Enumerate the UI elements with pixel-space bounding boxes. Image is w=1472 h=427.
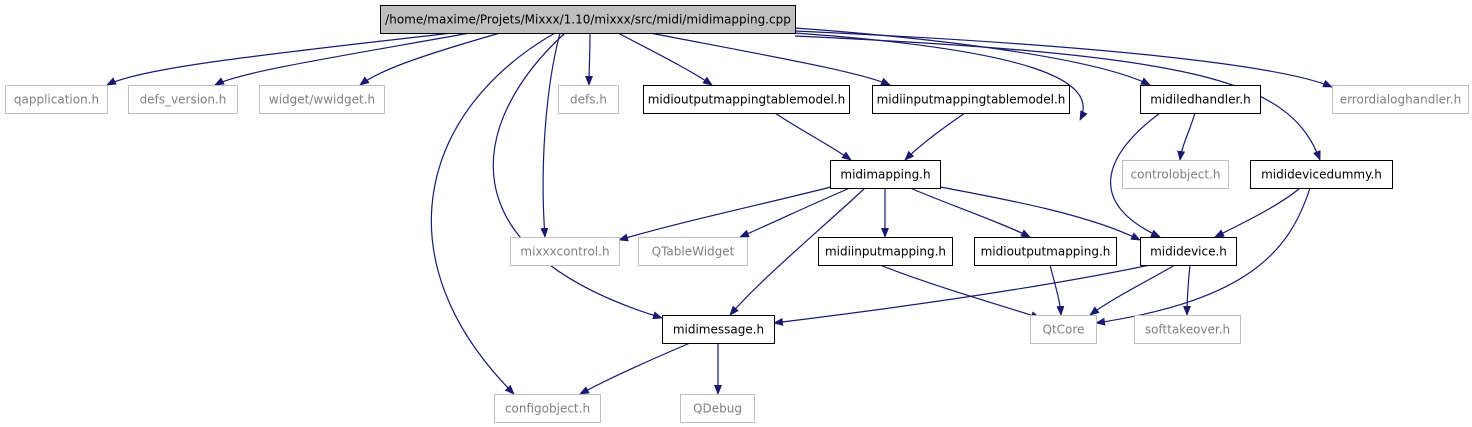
node-label: QtCore	[1043, 323, 1085, 337]
node-label: QTableWidget	[652, 245, 735, 259]
edge-mididevice-to-midimessage	[773, 264, 1151, 326]
node-configobject[interactable]: configobject.h	[494, 394, 601, 423]
node-box	[872, 85, 1070, 114]
node-box	[494, 394, 601, 423]
node-label: midiinputmappingtablemodel.h	[877, 93, 1066, 107]
node-box	[638, 237, 748, 266]
node-label: configobject.h	[505, 402, 590, 416]
node-midimapping[interactable]: midimapping.h	[830, 160, 941, 189]
node-box	[1134, 315, 1241, 344]
edge-root-to-defs-version	[214, 32, 471, 86]
edge-midioutputmapping-to-qtcore	[1049, 264, 1065, 316]
edge-midiinputmapping-to-qtcore	[879, 264, 1041, 320]
node-label: midioutputmapping.h	[981, 245, 1111, 259]
edge-root-to-wwidget	[359, 32, 501, 86]
edge-root-to-mididevicedummy	[794, 35, 1321, 161]
node-label: midimapping.h	[840, 168, 930, 182]
node-box	[1140, 237, 1237, 266]
node-box	[510, 237, 620, 266]
node-midioutputmapping[interactable]: midioutputmapping.h	[974, 237, 1117, 266]
node-box	[380, 5, 796, 34]
node-qtablewidget[interactable]: QTableWidget	[638, 237, 748, 266]
node-label: QDebug	[693, 402, 742, 416]
node-mixxxcontrol[interactable]: mixxxcontrol.h	[510, 237, 620, 266]
node-label: mixxxcontrol.h	[520, 245, 609, 259]
node-defs-version[interactable]: defs_version.h	[128, 85, 238, 114]
node-controlobject[interactable]: controlobject.h	[1122, 160, 1229, 189]
edge-midimapping-to-midimessage	[729, 187, 866, 316]
edge-root-to-errordialoghandler	[794, 30, 1333, 88]
node-qdebug[interactable]: QDebug	[680, 394, 755, 423]
node-box	[1332, 85, 1469, 114]
node-softtakeover[interactable]: softtakeover.h	[1134, 315, 1241, 344]
edge-root-to-midiledhandler	[794, 27, 1151, 86]
edge-mididevice-to-softtakeover	[1183, 264, 1192, 316]
edge-midiledhandler-to-controlobject	[1177, 112, 1196, 161]
node-box	[1250, 160, 1393, 189]
node-box	[680, 394, 755, 423]
node-box	[1122, 160, 1229, 189]
node-box	[558, 85, 619, 114]
node-label: midiinputmapping.h	[825, 245, 946, 259]
edge-midiinputmappingtablemodel-to-midimapping	[904, 112, 966, 161]
edge-root-to-mixxxcontrol	[540, 32, 561, 238]
node-label: mididevicedummy.h	[1261, 168, 1382, 182]
edge-root-to-qapplication	[106, 32, 453, 86]
node-label: defs.h	[570, 93, 607, 107]
edge-root-to-configobject	[430, 32, 556, 395]
node-wwidget[interactable]: widget/wwidget.h	[259, 85, 385, 114]
node-mididevice[interactable]: mididevice.h	[1140, 237, 1237, 266]
node-box	[1030, 315, 1097, 344]
node-midiinputmapping[interactable]: midiinputmapping.h	[818, 237, 953, 266]
edge-midimessage-to-configobject	[579, 342, 691, 395]
node-box	[5, 85, 108, 114]
node-midiledhandler[interactable]: midiledhandler.h	[1140, 85, 1261, 114]
node-qapplication[interactable]: qapplication.h	[5, 85, 108, 114]
node-defs[interactable]: defs.h	[558, 85, 619, 114]
node-errordialoghandler[interactable]: errordialoghandler.h	[1332, 85, 1469, 114]
node-box	[974, 237, 1117, 266]
node-box	[128, 85, 238, 114]
nodes-layer: /home/maxime/Projets/Mixxx/1.10/mixxx/sr…	[5, 5, 1469, 423]
edge-midimapping-to-qtablewidget	[739, 187, 851, 238]
node-label: midiledhandler.h	[1150, 93, 1250, 107]
node-midimessage[interactable]: midimessage.h	[662, 315, 775, 344]
edge-midioutputmappingtablemodel-to-midimapping	[774, 112, 852, 161]
node-box	[830, 160, 941, 189]
node-label: mididevice.h	[1150, 245, 1227, 259]
edge-root-to-defs	[585, 32, 594, 86]
node-box	[259, 85, 385, 114]
edge-midimapping-to-midioutputmapping	[909, 187, 1031, 238]
node-label: midimessage.h	[673, 323, 764, 337]
node-label: /home/maxime/Projets/Mixxx/1.10/mixxx/sr…	[385, 13, 791, 27]
edge-midimapping-to-mididevice	[934, 185, 1141, 241]
edge-root-to-midioutputmappingtablemodel	[617, 32, 713, 86]
node-box	[662, 315, 775, 344]
node-box	[1140, 85, 1261, 114]
node-midiinputmappingtablemodel[interactable]: midiinputmappingtablemodel.h	[872, 85, 1070, 114]
node-label: defs_version.h	[140, 93, 227, 107]
edge-midimapping-to-mixxxcontrol	[618, 185, 836, 242]
node-midioutputmappingtablemodel[interactable]: midioutputmappingtablemodel.h	[643, 85, 850, 114]
node-label: qapplication.h	[14, 93, 99, 107]
node-box	[818, 237, 953, 266]
edge-mididevice-to-qtcore	[1089, 264, 1176, 316]
edge-root-to-midimessage	[492, 32, 663, 320]
edge-root-to-midiinputmappingtablemodel	[649, 32, 891, 86]
edge-mididevicedummy-to-qtcore	[1095, 187, 1311, 326]
node-label: errordialoghandler.h	[1340, 93, 1462, 107]
node-qtcore[interactable]: QtCore	[1030, 315, 1097, 344]
node-mididevicedummy[interactable]: mididevicedummy.h	[1250, 160, 1393, 189]
node-root[interactable]: /home/maxime/Projets/Mixxx/1.10/mixxx/sr…	[380, 5, 796, 34]
node-label: widget/wwidget.h	[269, 93, 375, 107]
node-box	[643, 85, 850, 114]
edges-layer	[106, 27, 1333, 395]
node-label: softtakeover.h	[1145, 323, 1230, 337]
node-label: midioutputmappingtablemodel.h	[648, 93, 846, 107]
node-label: controlobject.h	[1131, 168, 1221, 182]
edge-mididevicedummy-to-mididevice	[1214, 187, 1301, 238]
edge-midiledhandler-to-mididevice	[1110, 112, 1161, 238]
